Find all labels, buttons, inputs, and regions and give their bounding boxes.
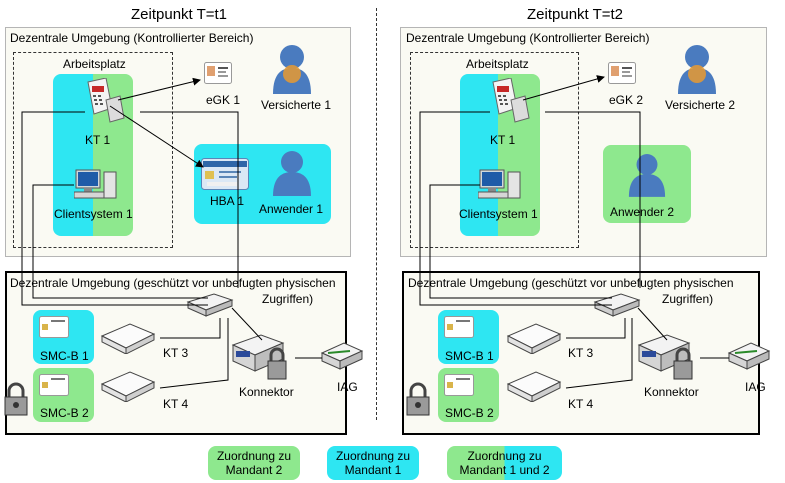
right-workplace-label: Arbeitsplatz [466,57,529,71]
right-konnektor-label: Konnektor [644,385,699,399]
right-iag-label: IAG [745,380,766,394]
center-divider [376,8,377,420]
legend-mandant12-line1: Zuordnung zu [467,449,542,463]
left-title: Zeitpunkt T=t1 [131,6,228,23]
lock-icon [406,382,430,416]
legend-mandant1-line1: Zuordnung zu [335,449,411,463]
konnektor-icon [637,334,693,380]
left-kt4-label: KT 4 [163,397,189,411]
left-workplace-label: Arbeitsplatz [63,57,126,71]
insured-person-icon [678,45,716,94]
smcb-card-icon [444,316,474,338]
legend-mandant2-line2: Mandant 2 [225,463,283,477]
smcb-card-icon [39,374,69,396]
card-reader-icon [506,323,562,354]
right-smcb2-label: SMC-B 2 [445,406,494,420]
left-client-label: Clientsystem 1 [54,207,133,221]
lock-icon [4,382,28,416]
insured-person-icon [273,45,311,94]
right-insured-label: Versicherte 2 [665,98,736,112]
left-iag-label: IAG [337,380,358,394]
user-person-icon [273,151,311,196]
legend-mandant2-line1: Zuordnung zu [216,449,292,463]
user-person-icon [628,154,666,197]
right-protected-label-1: Dezentrale Umgebung (geschützt vor unbef… [408,276,734,290]
smcb-card-icon [39,316,69,338]
left-workplace-mandant1-area [53,74,93,236]
computer-icon [74,169,117,199]
legend-mandant12-line2: Mandant 1 und 2 [459,463,550,477]
right-egk-label: eGK 2 [609,93,644,107]
egk-card-icon [608,62,636,84]
card-reader-icon [100,371,156,402]
right-controlled-region-label: Dezentrale Umgebung (Kontrollierter Bere… [406,31,650,45]
right-user-label: Anwender 2 [610,205,675,219]
right-title: Zeitpunkt T=t2 [527,6,624,23]
left-protected-label-2: Zugriffen) [262,292,314,306]
right-kt3-label: KT 3 [568,346,594,360]
right-workplace-box [410,52,579,248]
left-kt3-label: KT 3 [163,346,189,360]
hba-card-icon [201,158,249,190]
right-client-label: Clientsystem 1 [459,207,538,221]
right-kt1-label: KT 1 [490,133,516,147]
left-protected-label-1: Dezentrale Umgebung (geschützt vor unbef… [10,276,336,290]
egk-card-icon [204,62,232,84]
left-konnektor-label: Konnektor [239,385,294,399]
left-user-label: Anwender 1 [259,202,324,216]
right-smcb1-label: SMC-B 1 [445,349,494,363]
konnektor-icon [231,334,287,380]
card-reader-icon [100,323,156,354]
left-controlled-region-label: Dezentrale Umgebung (Kontrollierter Bere… [10,31,254,45]
left-hba-label: HBA 1 [210,194,245,208]
card-reader-icon [506,371,562,402]
card-terminal-icon [492,78,530,123]
left-smcb2-label: SMC-B 2 [40,406,89,420]
legend-mandant1-line2: Mandant 1 [344,463,402,477]
left-egk-label: eGK 1 [206,93,241,107]
card-terminal-icon [87,78,125,123]
left-smcb1-label: SMC-B 1 [40,349,89,363]
left-workplace-box [13,52,173,248]
left-insured-label: Versicherte 1 [261,98,332,112]
right-protected-label-2: Zugriffen) [662,292,714,306]
right-kt4-label: KT 4 [568,397,594,411]
right-workplace-mandant1-area [460,74,498,236]
left-kt1-label: KT 1 [85,133,111,147]
computer-icon [478,169,521,199]
smcb-card-icon [444,374,474,396]
